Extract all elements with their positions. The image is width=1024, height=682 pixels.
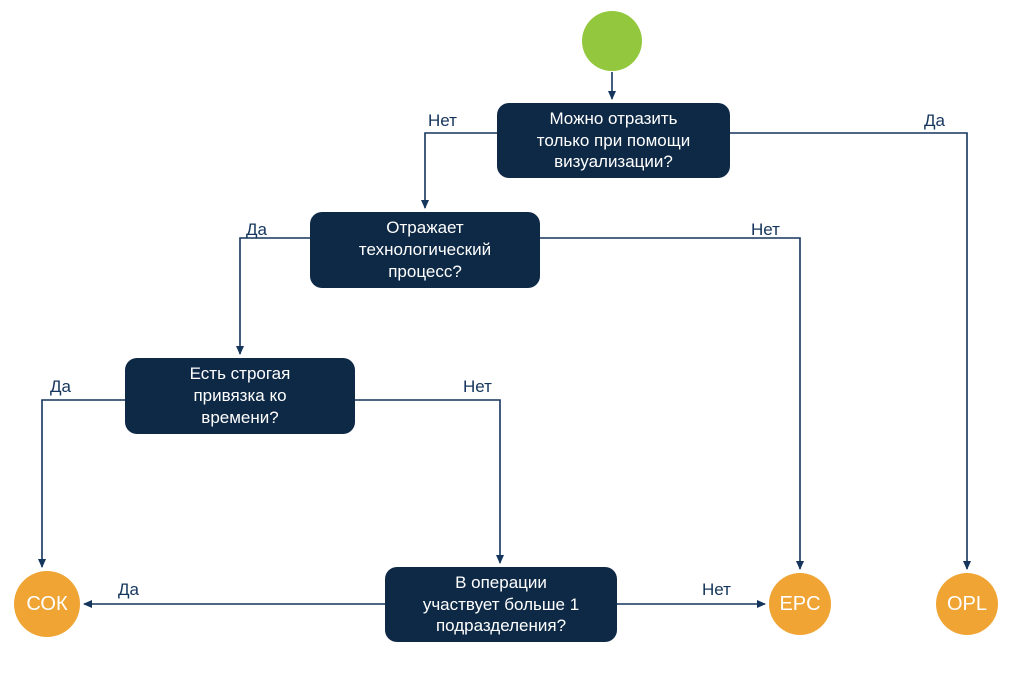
decision-q3: Есть строгая привязка ко времени? [125, 358, 355, 434]
edge-q2-epc-no [540, 237, 804, 570]
edge-label-q4-yes: Да [118, 580, 139, 599]
edge-q1-q2-no [421, 132, 497, 209]
outcome-sok: СОК [14, 571, 80, 637]
edge-label-q1-no: Нет [428, 111, 457, 130]
decision-q4: В операции участвует больше 1 подразделе… [385, 567, 617, 642]
decision-q2-line: процесс? [388, 261, 462, 281]
decision-q1-line: Можно отразить [549, 108, 678, 128]
outcome-sok-label: СОК [26, 592, 68, 615]
decision-q1: Можно отразить только при помощи визуали… [497, 103, 730, 178]
decision-q4-line: участвует больше 1 [422, 594, 580, 614]
edge-q2-q3-yes [236, 237, 310, 355]
edge-label-q2-yes: Да [246, 220, 267, 239]
decision-q1-line: визуализации? [554, 152, 673, 172]
start-node [582, 11, 642, 71]
decision-q3-line: времени? [201, 407, 279, 427]
outcome-opl-label: OPL [946, 592, 988, 615]
outcome-epc: EPC [769, 573, 831, 635]
outcome-epc-label: EPC [779, 592, 821, 615]
edge-label-q2-no: Нет [751, 220, 780, 239]
decision-q3-line: Есть строгая [189, 364, 291, 384]
edge-q3-sok-yes [38, 399, 125, 568]
decision-q3-line: привязка ко [193, 386, 287, 406]
decision-q1-line: только при помощи [536, 130, 691, 150]
edge-label-q4-no: Нет [702, 580, 731, 599]
edge-q3-q4-no [355, 399, 504, 564]
outcome-opl: OPL [936, 573, 998, 635]
decision-q2-line: Отражает [386, 218, 464, 238]
decision-q2: Отражает технологический процесс? [310, 212, 540, 288]
decision-q2-line: технологический [358, 240, 492, 260]
decision-q4-line: подразделения? [435, 616, 567, 636]
edge-label-q1-yes: Да [924, 111, 945, 130]
edge-label-q3-no: Нет [463, 377, 492, 396]
edge-label-q3-yes: Да [50, 377, 71, 396]
edge-q1-opl-yes [730, 132, 971, 570]
decision-q4-line: В операции [455, 572, 547, 592]
